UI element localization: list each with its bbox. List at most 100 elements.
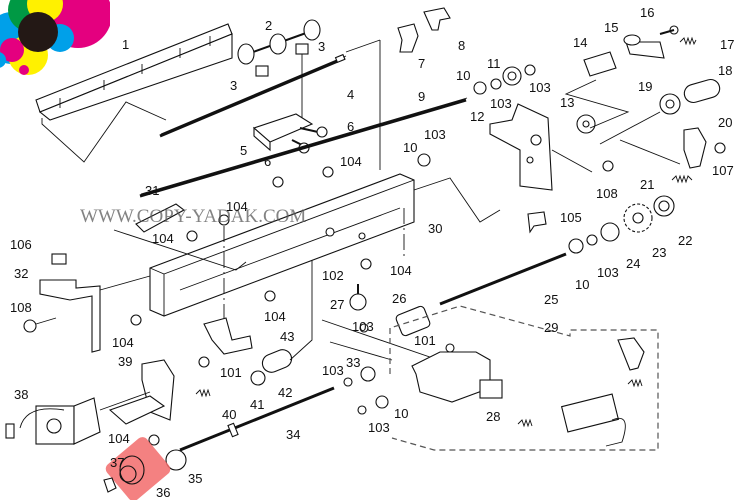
callout-13: 13 (560, 95, 575, 110)
part-105-stopper (527, 211, 547, 234)
callout-29: 29 (544, 320, 559, 335)
callout-105: 105 (560, 210, 582, 225)
callout-103: 103 (322, 363, 344, 378)
callout-10: 10 (403, 140, 418, 155)
part-101-screw-a (198, 356, 210, 368)
part-8-lever (423, 7, 451, 31)
part-40-spring (195, 388, 211, 398)
callout-39: 39 (118, 354, 133, 369)
callout-25: 25 (544, 292, 559, 307)
callout-15: 15 (604, 20, 619, 35)
callout-101: 101 (220, 365, 242, 380)
callout-11: 11 (487, 56, 501, 71)
part-15-lever (625, 41, 665, 59)
callout-6: 6 (264, 154, 272, 169)
callout-31: 31 (145, 183, 160, 198)
callout-40: 40 (222, 407, 237, 422)
callout-14: 14 (573, 35, 588, 50)
callout-35: 35 (188, 471, 203, 486)
callout-102: 102 (322, 268, 344, 283)
part-2-roller (237, 19, 321, 65)
part-28-bracket (411, 351, 491, 403)
callout-103: 103 (424, 127, 446, 142)
callout-20: 20 (718, 115, 733, 130)
part-12-plate (489, 103, 593, 191)
callout-103: 103 (597, 265, 619, 280)
part-101-screw-b (445, 343, 455, 353)
callout-22: 22 (678, 233, 693, 248)
screws-104 (130, 153, 431, 446)
callout-42: 42 (278, 385, 293, 400)
callout-10: 10 (456, 68, 471, 83)
part-21-spring (671, 174, 693, 184)
part-7-lever (397, 23, 419, 53)
part-4-shaft (159, 53, 347, 138)
callout-108: 108 (596, 186, 618, 201)
callout-8: 8 (458, 38, 466, 53)
gear-group-mid (568, 195, 675, 254)
callout-104: 104 (226, 199, 248, 214)
callout-108: 108 (10, 300, 32, 315)
callout-2: 2 (265, 18, 273, 33)
part-42-belt (261, 349, 293, 373)
callout-6: 6 (347, 119, 355, 134)
callout-38: 38 (14, 387, 29, 402)
part-37-clip (103, 477, 117, 493)
callout-34: 34 (286, 427, 301, 442)
part-29-assembly-box (389, 305, 659, 451)
callout-28: 28 (486, 409, 501, 424)
part-36-highlight (105, 437, 171, 500)
callout-10: 10 (394, 406, 409, 421)
callout-23: 23 (652, 245, 667, 260)
lever-assembly (617, 337, 645, 371)
part-31-guide (135, 203, 186, 233)
part-107-eclip (714, 142, 726, 154)
part-20-bracket (683, 127, 707, 169)
part-108-screw-right (602, 160, 614, 172)
callout-43: 43 (280, 329, 295, 344)
callout-10: 10 (575, 277, 590, 292)
part-14-bracket (583, 51, 617, 77)
callout-41: 41 (250, 397, 265, 412)
part-32-bracket (39, 279, 101, 353)
callout-1: 1 (122, 37, 130, 52)
callout-32: 32 (14, 266, 29, 281)
callout-33: 33 (346, 355, 361, 370)
watermark: WWW.COPY-YADAK.COM (80, 206, 307, 227)
part-30-main-frame (149, 173, 501, 317)
solenoid (560, 393, 620, 433)
part-38-motor (5, 397, 101, 445)
callout-36: 36 (156, 485, 171, 500)
callout-103: 103 (529, 80, 551, 95)
callout-101: 101 (414, 333, 436, 348)
part-106-clip (51, 253, 67, 265)
part-35-clutch (165, 449, 187, 471)
part-3-clip-a (255, 65, 269, 77)
callout-26: 26 (392, 291, 407, 306)
callout-30: 30 (428, 221, 443, 236)
part-3-clip-b (295, 43, 309, 55)
callout-103: 103 (490, 96, 512, 111)
callout-104: 104 (340, 154, 362, 169)
part-1-frame (35, 23, 233, 163)
callout-7: 7 (418, 56, 426, 71)
callout-3: 3 (318, 39, 326, 54)
part-41-pulley (250, 370, 266, 386)
part-27-gear (349, 293, 367, 311)
color-logo (0, 0, 110, 75)
callout-24: 24 (626, 256, 641, 271)
callout-4: 4 (347, 87, 355, 102)
callout-9: 9 (418, 89, 426, 104)
part-43-bracket (203, 317, 253, 355)
callout-17: 17 (720, 37, 735, 52)
part-18-belt (683, 78, 721, 104)
callout-103: 103 (368, 420, 390, 435)
part-5-bracket (252, 113, 314, 152)
callout-103: 103 (352, 319, 374, 334)
callout-19: 19 (638, 79, 653, 94)
part-28-plate (479, 379, 503, 399)
callout-104: 104 (152, 231, 174, 246)
callout-16: 16 (640, 5, 655, 20)
